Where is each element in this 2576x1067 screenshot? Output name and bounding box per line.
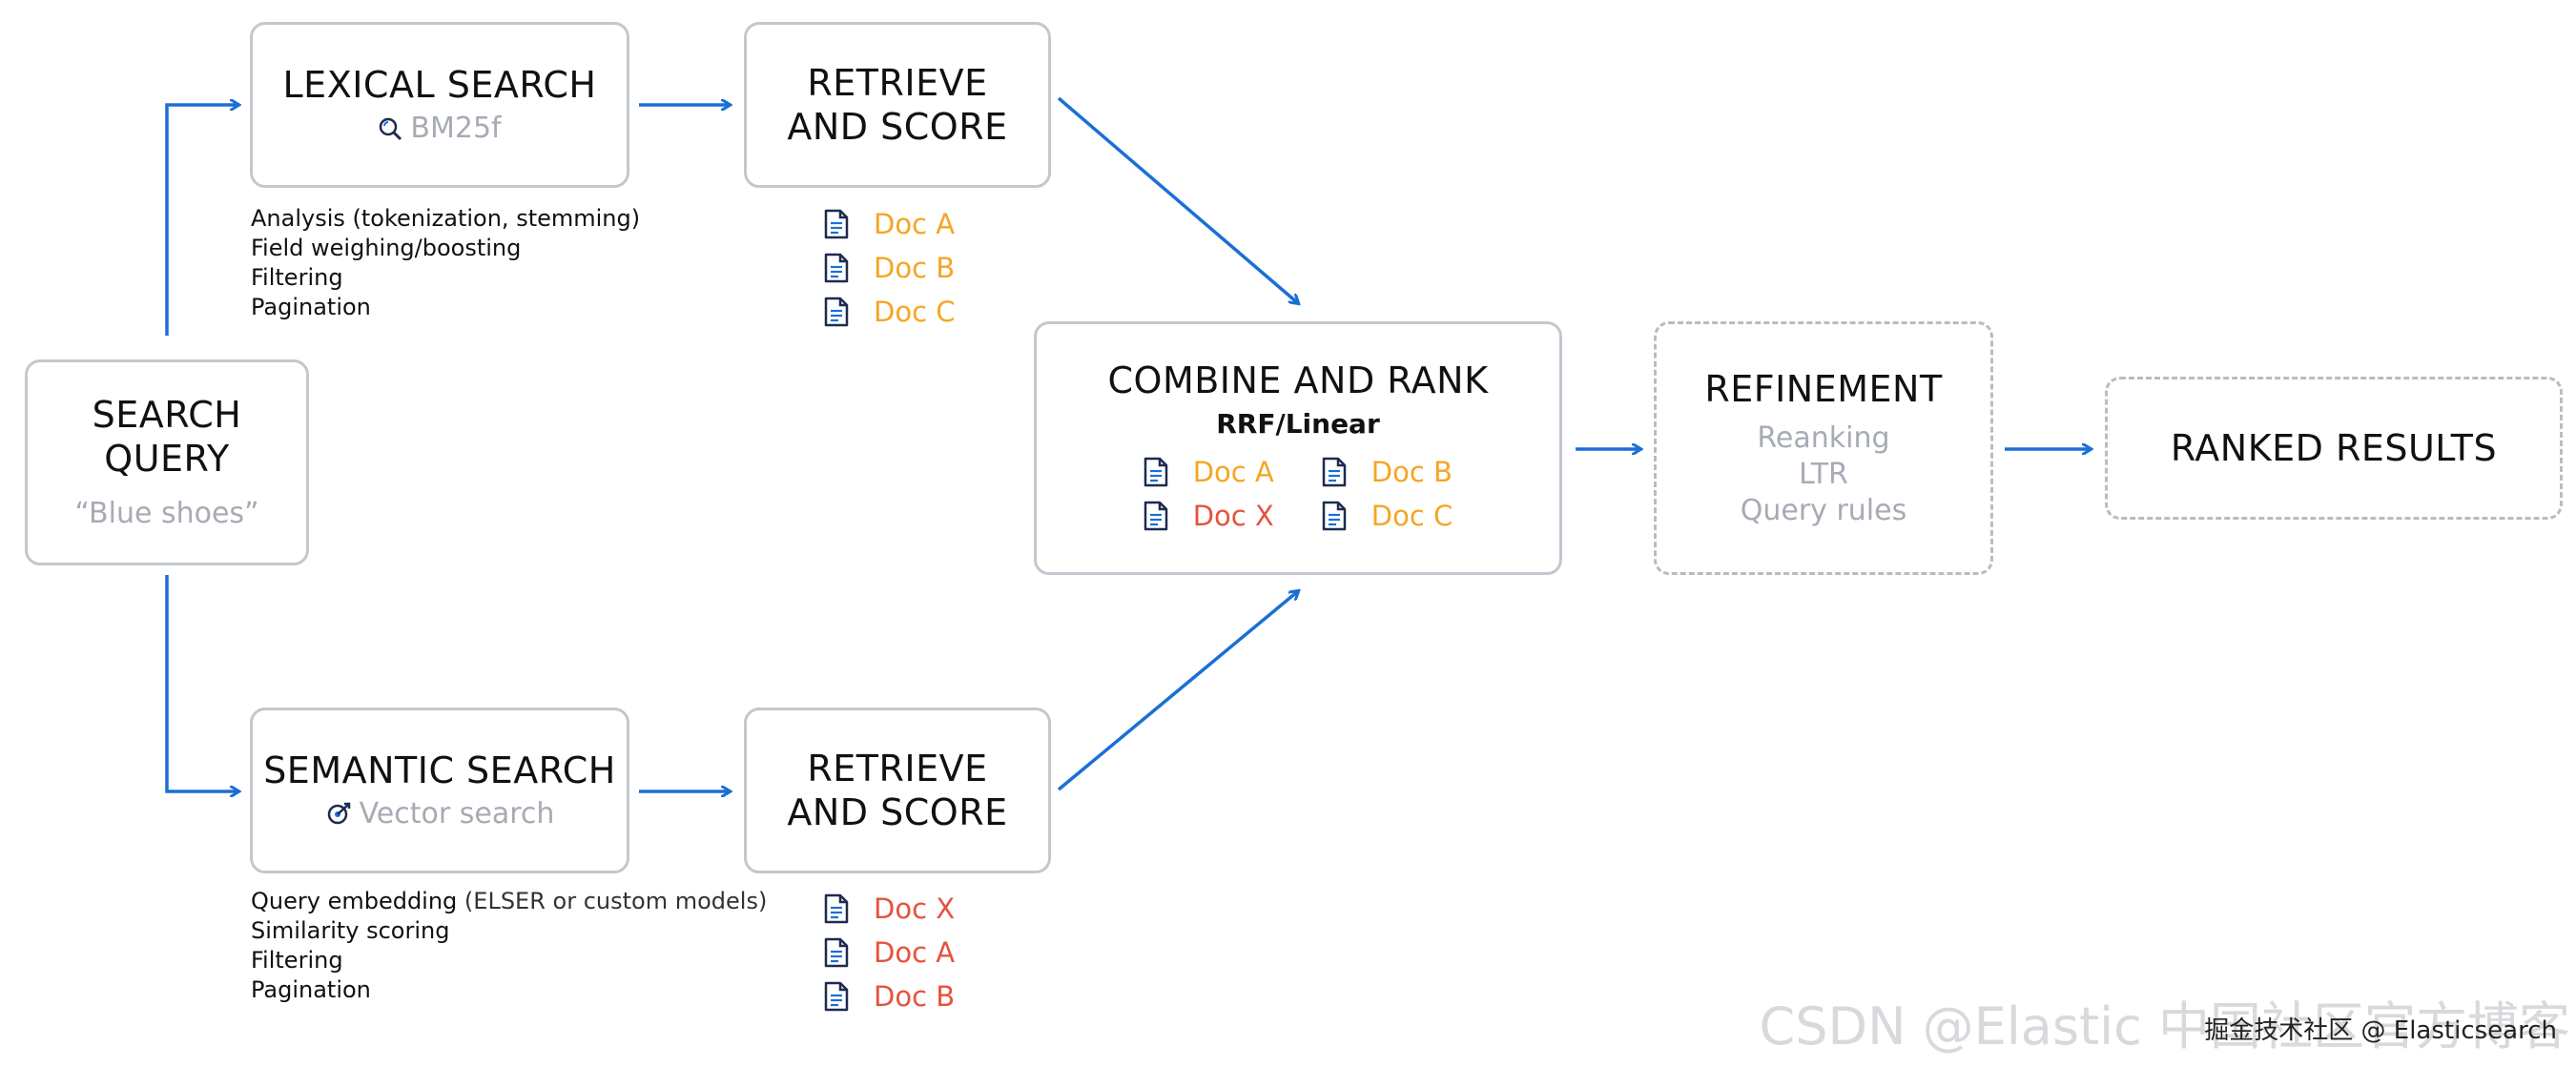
ranked-results-title: RANKED RESULTS [2170, 427, 2498, 469]
semantic-search-title: SEMANTIC SEARCH [263, 749, 616, 791]
retrieve-score-top-box: RETRIEVE AND SCORE [744, 22, 1051, 188]
document-icon [1144, 457, 1180, 487]
lexical-notes: Analysis (tokenization, stemming) Field … [251, 204, 640, 322]
doc-item: Doc B [824, 975, 955, 1018]
refinement-item: Query rules [1740, 494, 1907, 527]
combine-docs: Doc A Doc B Doc X Doc C [1144, 450, 1453, 538]
doc-label: Doc X [1192, 500, 1274, 532]
arrow-query-to-lexical [165, 105, 238, 336]
refinement-item: LTR [1799, 458, 1848, 491]
semantic-note: Query embedding (ELSER or custom models) [251, 887, 767, 916]
combine-rank-box: COMBINE AND RANK RRF/Linear Doc A Doc B … [1034, 321, 1562, 575]
doc-item: Doc A [824, 202, 956, 246]
document-icon [824, 937, 860, 968]
retrieve-bottom-docs: Doc X Doc A Doc B [824, 887, 955, 1018]
doc-item: Doc C [824, 290, 956, 334]
lexical-method: BM25f [410, 112, 502, 145]
doc-item: Doc A [1144, 450, 1274, 494]
retrieve-score-bottom-box: RETRIEVE AND SCORE [744, 708, 1051, 873]
doc-label: Doc X [874, 893, 956, 925]
doc-label: Doc B [874, 980, 956, 1013]
retrieve-top-docs: Doc A Doc B Doc C [824, 202, 956, 334]
magnifier-icon [380, 117, 402, 141]
vector-target-icon [327, 802, 350, 825]
semantic-note: Similarity scoring [251, 917, 450, 944]
watermark-large: CSDN @Elastic 中国社区官方博客 [1759, 996, 2571, 1057]
semantic-note-bold: Query embedding [251, 888, 458, 914]
lexical-note: Filtering [251, 264, 343, 291]
combine-title: COMBINE AND RANK [1107, 359, 1489, 401]
refinement-title: REFINEMENT [1704, 368, 1943, 410]
retrieve-bottom-title: RETRIEVE AND SCORE [787, 748, 1008, 833]
document-icon [824, 297, 860, 327]
doc-item: Doc B [1322, 450, 1453, 494]
lexical-note: Field weighing/boosting [251, 235, 522, 261]
semantic-note-detail: (ELSER or custom models) [457, 888, 768, 914]
retrieve-top-title: RETRIEVE AND SCORE [787, 62, 1008, 148]
doc-label: Doc A [1192, 456, 1274, 488]
doc-item: Doc B [824, 246, 956, 290]
doc-label: Doc C [1370, 500, 1453, 532]
ranked-results-box: RANKED RESULTS [2105, 377, 2563, 520]
semantic-search-box: SEMANTIC SEARCH Vector search [250, 708, 629, 873]
refinement-item: Reanking [1757, 421, 1890, 455]
arrow-query-to-semantic [165, 575, 238, 791]
document-icon [824, 893, 860, 924]
doc-item: Doc C [1322, 494, 1453, 538]
doc-label: Doc A [874, 936, 956, 969]
semantic-note: Pagination [251, 976, 371, 1003]
document-icon [1322, 501, 1358, 531]
document-icon [824, 981, 860, 1012]
lexical-note: Pagination [251, 294, 371, 320]
semantic-notes: Query embedding (ELSER or custom models)… [251, 887, 767, 1005]
watermark-small: 掘金技术社区 @ Elasticsearch [2204, 1016, 2557, 1045]
doc-label: Doc A [874, 208, 956, 240]
lexical-note: Analysis (tokenization, stemming) [251, 205, 641, 232]
doc-label: Doc B [1370, 456, 1453, 488]
semantic-note: Filtering [251, 947, 343, 974]
search-query-box: SEARCH QUERY “Blue shoes” [25, 359, 309, 565]
document-icon [824, 209, 860, 239]
lexical-search-title: LEXICAL SEARCH [282, 64, 597, 106]
doc-label: Doc B [874, 252, 956, 284]
document-icon [1144, 501, 1180, 531]
doc-item: Doc A [824, 931, 955, 975]
doc-label: Doc C [874, 296, 956, 328]
document-icon [824, 253, 860, 283]
search-query-example: “Blue shoes” [74, 497, 259, 530]
search-query-title: SEARCH QUERY [92, 394, 242, 480]
doc-item: Doc X [824, 887, 955, 931]
document-icon [1322, 457, 1358, 487]
refinement-items: Reanking LTR Query rules [1741, 421, 1906, 529]
doc-item: Doc X [1144, 494, 1274, 538]
arrow-retrieve-top-to-combine [1057, 96, 1298, 303]
combine-subtitle: RRF/Linear [1216, 408, 1380, 440]
semantic-method: Vector search [359, 797, 555, 831]
refinement-box: REFINEMENT Reanking LTR Query rules [1654, 321, 1993, 575]
arrow-retrieve-bottom-to-combine [1057, 591, 1298, 791]
lexical-search-box: LEXICAL SEARCH BM25f [250, 22, 629, 188]
